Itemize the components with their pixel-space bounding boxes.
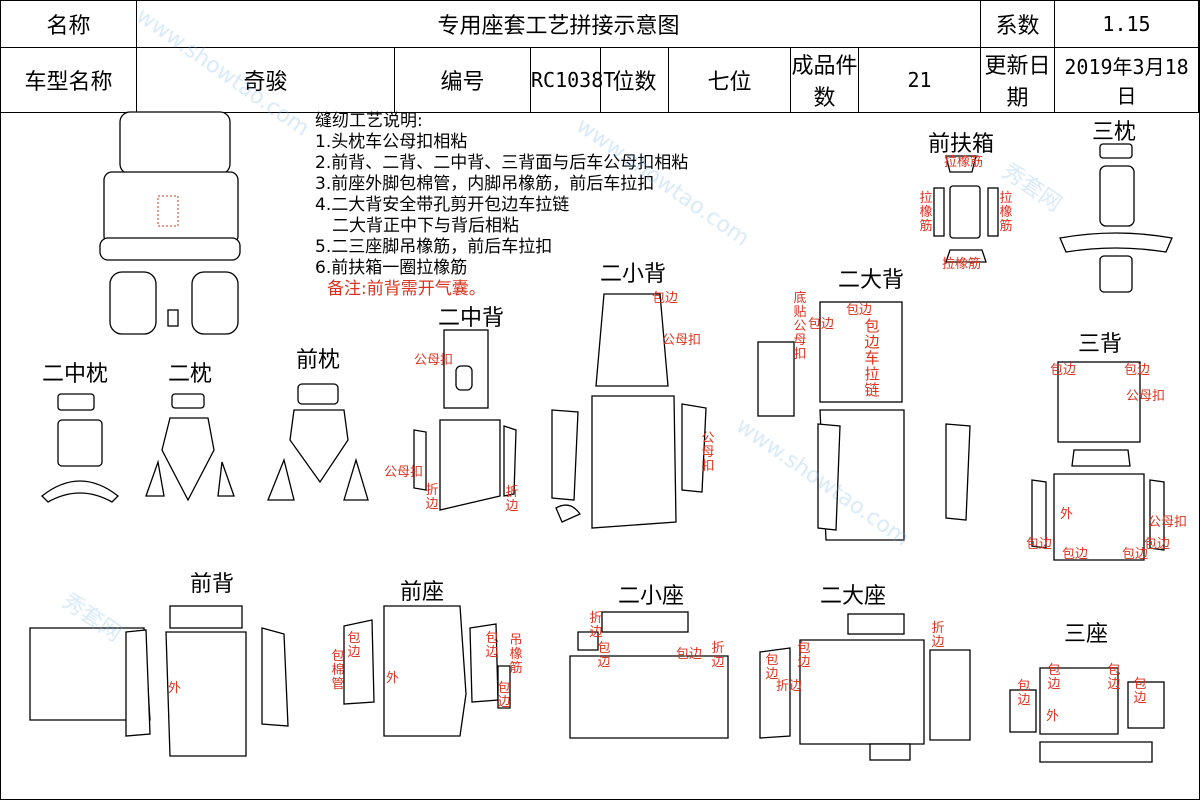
san-zuo-pieces: [1009, 667, 1165, 763]
label-gong-mu-kou-vertical: 公母扣: [701, 431, 715, 474]
title-qian-bei: 前背: [190, 572, 235, 597]
header-table: 名称 专用座套工艺拼接示意图 系数 1.15 车型名称 奇骏 编号 RC1038…: [0, 0, 1200, 113]
date-label: 更新日期: [980, 47, 1056, 113]
label-bao-bian: 包边: [1107, 663, 1121, 692]
label-zhe-bian: 折边: [505, 485, 519, 514]
er-xiao-zuo-pieces: [569, 611, 729, 739]
er-da-bei-pieces: [757, 301, 971, 541]
coefficient-label: 系数: [980, 0, 1056, 48]
label-wai: 外: [168, 681, 182, 696]
sewing-notes: 缝纫工艺说明: 1.头枕车公母扣相粘 2.前背、二背、二中背、三背面与后车公母扣…: [315, 111, 688, 300]
note-item: 4.二大背安全带孔剪开包边车拉链: [315, 195, 570, 215]
title-san-bei: 三背: [1078, 332, 1123, 357]
san-zhen-pieces: [1059, 143, 1173, 293]
model-label: 车型名称: [0, 47, 137, 113]
title-er-zhong-zhen: 二中枕: [42, 362, 109, 387]
label-bao-bian: 包边: [1047, 663, 1061, 692]
seats-label: 位数: [600, 47, 669, 113]
label-bao-bian: 包边: [1062, 547, 1089, 562]
model-value: 奇骏: [136, 47, 395, 113]
label-la-xiang-jin-left: 拉橡筋: [919, 191, 933, 234]
label-wai: 外: [386, 671, 400, 686]
label-zhe-bian: 折边: [589, 611, 603, 640]
label-bao-bian: 包边: [808, 317, 835, 332]
note-item: 3.前座外脚包棉管，内脚吊橡筋，前后车拉扣: [315, 174, 655, 194]
coefficient-value: 1.15: [1054, 0, 1200, 48]
label-gong-mu-kou: 公母扣: [384, 465, 424, 480]
label-gong-mu-kou: 公母扣: [1148, 515, 1188, 530]
label-la-xiang-jin: 拉橡筋: [944, 155, 984, 170]
code-label: 编号: [394, 47, 531, 113]
seats-value: 七位: [668, 47, 791, 113]
title-er-zhen: 二枕: [168, 362, 213, 387]
label-bao-bian: 包边: [1050, 363, 1077, 378]
label-bao-bian-che-la-lian: 包边车拉链: [864, 317, 880, 399]
note-item: 2.前背、二背、二中背、三背面与后车公母扣相粘: [315, 153, 689, 173]
date-value: 2019年3月18日: [1054, 47, 1200, 113]
label-bao-bian: 包边: [797, 641, 811, 670]
qian-fu-xiang-pieces: [933, 155, 999, 263]
pieces-label: 成品件数: [790, 47, 859, 113]
label-bao-bian: 包边: [497, 681, 511, 710]
label-gong-mu-kou: 公母扣: [662, 333, 702, 348]
label-bao-bian: 包边: [597, 641, 611, 670]
qian-zuo-pieces: [343, 605, 511, 737]
label-bao-bian: 包边: [1122, 547, 1149, 562]
label-gong-mu-kou: 公母扣: [1126, 389, 1166, 404]
label-bao-bian: 包边: [347, 631, 361, 660]
label-zhe-bian: 折边: [425, 483, 439, 512]
label-wai: 外: [1046, 709, 1060, 724]
label-bao-bian: 包边: [1017, 679, 1031, 708]
title-san-zuo: 三座: [1064, 622, 1109, 647]
er-zhong-zhen-pieces: [41, 393, 119, 503]
label-bao-bian: 包边: [676, 647, 703, 662]
note-item: 5.二三座脚吊橡筋，前后车拉扣: [315, 237, 553, 257]
note-item: 6.前扶箱一圈拉橡筋: [315, 258, 468, 278]
label-la-xiang-jin-bottom: 拉橡筋: [942, 257, 982, 272]
label-bao-bian: 包边: [765, 653, 779, 682]
label-bao-bian: 包边: [652, 291, 679, 306]
er-zhen-pieces: [145, 393, 235, 502]
label-diao-xiang-jin: 吊橡筋: [509, 633, 523, 676]
label-zhe-bian: 折边: [931, 621, 945, 650]
notes-heading: 缝纫工艺说明:: [315, 111, 423, 131]
title-san-zhen: 三枕: [1092, 120, 1137, 145]
title-er-xiao-zuo: 二小座: [618, 584, 685, 609]
title-er-da-zuo: 二大座: [820, 584, 887, 609]
qian-zhen-pieces: [267, 383, 369, 501]
label-bao-mian-guan: 包棉管: [331, 649, 345, 692]
label-bao-bian: 包边: [846, 303, 873, 318]
seat-overview-icon: [99, 111, 241, 335]
title-er-zhong-bei: 二中背: [438, 306, 505, 331]
qian-bei-pieces: [29, 605, 289, 757]
note-item: 1.头枕车公母扣相粘: [315, 132, 468, 152]
label-bao-bian: 包边: [1026, 537, 1053, 552]
note-item: 二大背正中下与背后相粘: [315, 216, 519, 236]
title-qian-zhen: 前枕: [296, 348, 341, 373]
label-la-xiang-jin-right: 拉橡筋: [999, 191, 1013, 234]
title-er-da-bei: 二大背: [838, 268, 905, 293]
er-da-zuo-pieces: [759, 613, 971, 761]
label-gong-mu-kou: 公母扣: [414, 353, 454, 368]
er-xiao-bei-pieces: [551, 293, 707, 529]
title-er-xiao-bei: 二小背: [600, 262, 667, 287]
label-di-tie-gong-mu-kou: 底贴公母扣: [793, 291, 807, 362]
label-bao-bian: 包边: [1124, 363, 1151, 378]
label-bao-bian: 包边: [1144, 537, 1171, 552]
label-bao-bian: 包边: [485, 631, 499, 660]
san-bei-pieces: [1031, 361, 1165, 561]
pieces-value: 21: [857, 47, 982, 113]
document-title: 专用座套工艺拼接示意图: [135, 0, 982, 48]
er-zhong-bei-pieces: [413, 329, 517, 511]
title-qian-fu-xiang: 前扶箱: [928, 132, 995, 157]
label-zhe-bian: 折边: [776, 679, 803, 694]
airbag-remark: 备注:前背需开气囊。: [327, 279, 486, 299]
label-wai: 外: [1060, 507, 1074, 522]
title-qian-zuo: 前座: [400, 580, 445, 605]
label-zhe-bian: 折边: [711, 641, 725, 670]
label-bao-bian: 包边: [1133, 677, 1147, 706]
